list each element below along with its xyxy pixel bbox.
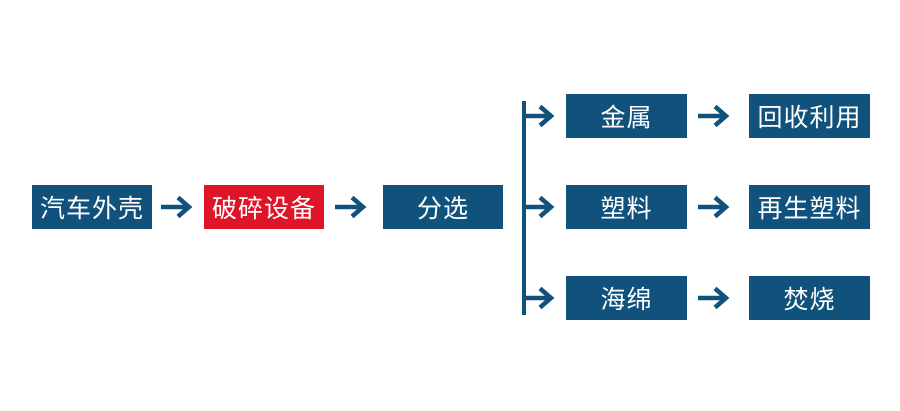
node-incineration: 焚烧 <box>749 276 870 320</box>
node-crushing-equipment: 破碎设备 <box>204 185 324 229</box>
arrow-right-icon <box>335 195 367 219</box>
node-plastic: 塑料 <box>566 185 687 229</box>
node-sorting: 分选 <box>383 185 503 229</box>
arrow-right-icon <box>523 286 555 310</box>
arrow-right-icon <box>161 195 193 219</box>
arrow-right-icon <box>698 195 730 219</box>
arrow-right-icon <box>523 195 555 219</box>
node-metal: 金属 <box>566 94 687 138</box>
node-recycled-plastic: 再生塑料 <box>749 185 870 229</box>
node-recycling: 回收利用 <box>749 94 870 138</box>
node-sponge: 海绵 <box>566 276 687 320</box>
arrow-right-icon <box>698 286 730 310</box>
arrow-right-icon <box>698 104 730 128</box>
arrow-right-icon <box>523 104 555 128</box>
node-car-shell: 汽车外壳 <box>32 185 152 229</box>
